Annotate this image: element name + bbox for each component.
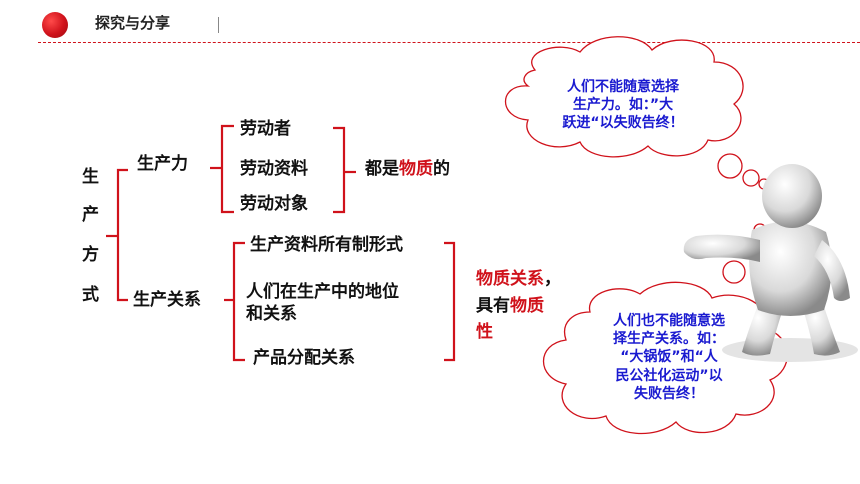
rp-conclusion-highlight: 物质 (510, 296, 544, 316)
page-title: 探究与分享 (95, 14, 171, 32)
bottom-cloud-line-2: 择生产关系。如： (613, 331, 725, 348)
rp-item-ownership: 生产资料所有制形式 (250, 235, 403, 255)
bottom-cloud-text: 人们也不能随意选 择生产关系。如： “大锅饭”和“人 民公社化运动”以 失败告终… (588, 312, 750, 403)
rp-right-bracket (444, 241, 456, 362)
bottom-cloud-line-4: 民公社化运动”以 (615, 367, 723, 384)
rp-conclusion-line-2: 具有物质 (476, 296, 544, 317)
bottom-cloud-line-3: “大锅饭”和“人 (620, 349, 718, 366)
bottom-thought-cloud (542, 223, 788, 435)
root-char-3: 方 (82, 245, 99, 265)
header-bullet-icon (42, 12, 68, 38)
top-cloud-line-3: 跃进“以失败告终！ (562, 115, 684, 132)
rp-item-status-cont: 和关系 (246, 304, 297, 324)
header-divider (218, 17, 219, 33)
bottom-cloud-line-1: 人们也不能随意选 (613, 313, 725, 329)
pf-right-bracket (333, 126, 346, 214)
rp-left-bracket (232, 241, 245, 362)
top-cloud-line-2: 生产力。如：”大 (572, 97, 674, 114)
bottom-cloud-line-5: 失败告终！ (634, 385, 704, 402)
pf-conclusion-suffix: 的 (433, 159, 450, 179)
rp-item-status: 人们在生产中的地位 (246, 282, 399, 302)
header-dashed-rule (38, 42, 860, 43)
productive-forces-label: 生产力 (137, 154, 188, 174)
pf-left-bracket (220, 124, 234, 214)
pf-conclusion: 都是物质的 (365, 159, 450, 180)
top-cloud-line-1: 人们不能随意选择 (567, 79, 679, 95)
pf-conclusion-highlight: 物质 (399, 159, 433, 179)
rp-conclusion-material-relations: 物质关系 (476, 269, 544, 289)
rp-conclusion-prefix: 具有 (476, 296, 510, 316)
rp-conclusion-comma: ， (544, 269, 561, 289)
root-char-4: 式 (82, 285, 99, 305)
top-cloud-text: 人们不能随意选择 生产力。如：”大 跃进“以失败告终！ (538, 78, 708, 133)
pf-item-laborers: 劳动者 (240, 119, 291, 139)
thinking-figure (683, 164, 858, 362)
pf-item-means-of-labor: 劳动资料 (240, 159, 308, 179)
rp-conclusion-line-3: 性 (476, 322, 493, 342)
root-char-2: 产 (82, 205, 99, 225)
rp-item-distribution: 产品分配关系 (253, 348, 355, 368)
root-char-1: 生 (82, 167, 99, 187)
root-bracket (116, 168, 128, 302)
rp-conclusion-line-1: 物质关系， (476, 269, 561, 290)
pf-conclusion-prefix: 都是 (365, 159, 399, 179)
pf-item-objects-of-labor: 劳动对象 (240, 194, 308, 214)
relations-of-production-label: 生产关系 (133, 290, 201, 310)
